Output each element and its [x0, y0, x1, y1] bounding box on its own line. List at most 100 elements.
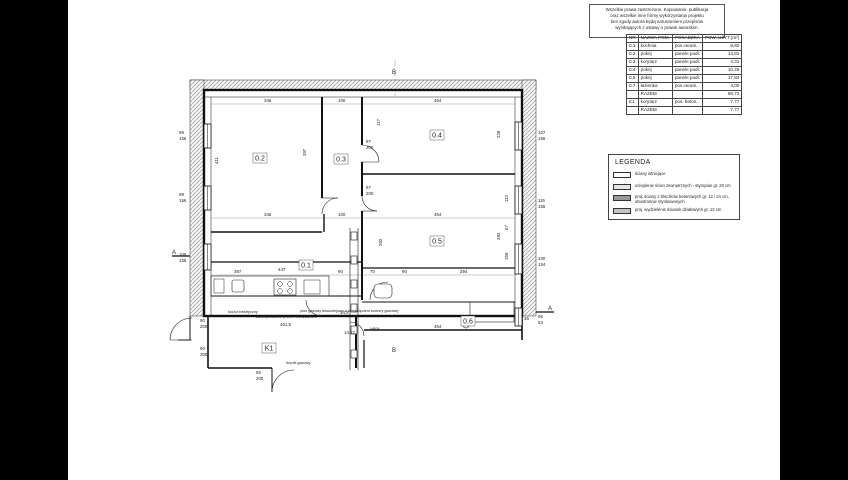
dimension: 100: [338, 98, 346, 103]
dimension: 454: [434, 324, 442, 329]
table-cell: RAZEM: [637, 106, 673, 115]
legend-swatch: [613, 172, 631, 178]
table-cell: 7,77: [701, 106, 743, 115]
copyright-line: bez zgody autora będą naruszeniem przepi…: [610, 19, 703, 24]
legend-label: ocieplenie ścian zewnętrznych - styropia…: [635, 183, 731, 188]
window-height: 156: [179, 258, 187, 263]
dimension: 14,22: [344, 330, 356, 335]
window-width: 115: [538, 198, 546, 203]
dimension: 397: [302, 148, 307, 156]
doors: [169, 144, 389, 393]
legend-label: proj. ściany z bloczków betonowych gr. 1…: [635, 194, 729, 204]
section-label: A: [172, 250, 176, 256]
exterior-insulation: [189, 79, 537, 317]
dimension: 117: [376, 118, 381, 126]
dimension: 14,5: [340, 310, 349, 315]
walls: [202, 88, 524, 318]
dimension: 200: [366, 145, 374, 150]
dimension: 200: [200, 324, 208, 329]
note-gas-meter: licznik gazowy: [286, 361, 310, 365]
dimension: 397: [234, 269, 242, 274]
room-label-0-2: 0.2: [255, 156, 265, 163]
dimension: 70: [370, 269, 375, 274]
window-width: 99: [179, 192, 184, 197]
dimension: 112: [504, 194, 509, 202]
dimension: 454: [434, 212, 442, 217]
kitchen-fixtures: [210, 275, 330, 297]
dimension: 97: [366, 185, 371, 190]
dimension: 461,5: [280, 322, 292, 327]
rooms-area-table: NR NAZWA POM. POSADZKA POW. UŻYT.(m²) 0.…: [626, 34, 743, 115]
dimension: 90: [200, 318, 205, 323]
dimension: 159: [504, 252, 509, 260]
dimension: 97: [366, 139, 371, 144]
window-width: 100: [538, 256, 546, 261]
dimension: 346: [264, 212, 272, 217]
dimension: 200: [366, 191, 374, 196]
dimension: 346: [264, 98, 272, 103]
room-label-k1: K1: [265, 346, 274, 353]
dimension: 90: [338, 269, 343, 274]
legend-swatch: [613, 184, 631, 190]
room-labels: 0.2 0.3 0.4 0.5 0.1 0.6 K1: [252, 129, 476, 354]
dimension: 447: [278, 267, 286, 272]
note-riser: NB08: [370, 327, 380, 331]
axis-label: B: [392, 70, 396, 76]
window-width: 96: [538, 314, 543, 319]
dimension: 67: [504, 225, 509, 230]
note-meter: zabezpieczenie przed. mieszkaniem: [256, 315, 317, 319]
legend-item: proj. ściany z bloczków betonowych gr. 1…: [613, 194, 737, 204]
window-height: 155: [538, 204, 546, 209]
window-dimensions: 99 156 99 156 105 156 107 156 115 155 10…: [179, 130, 546, 325]
dimension: 454: [434, 98, 442, 103]
dimension-labels: 346 100 454 346 100 454 397 447 90 70 90…: [200, 98, 529, 381]
dimension: 393: [496, 232, 501, 240]
legend-item: ocieplenie ścian zewnętrznych - styropia…: [613, 183, 737, 193]
dimension: 200: [200, 352, 208, 357]
dimension: 200: [256, 376, 264, 381]
copyright-line: oraz wszelkie inne formy wykorzystania p…: [610, 13, 704, 18]
dimension: 294: [460, 269, 468, 274]
bathroom-fixtures: [373, 283, 515, 329]
room-label-0-6: 0.6: [463, 319, 473, 326]
window-width: 107: [538, 130, 546, 135]
dimension: 56: [256, 370, 261, 375]
legend-item: ściany istniejące: [613, 171, 737, 181]
legend-title: LEGENDA: [615, 159, 651, 166]
drawing-sheet: Wszelkie prawa zastrzeżone. Kopiowanie, …: [68, 0, 780, 480]
table-row: RAZEM 7,77: [626, 106, 743, 115]
window-height: 156: [179, 198, 187, 203]
legend-item: proj. wydzielenie ścianek działowych gr.…: [613, 207, 737, 217]
right-windows: [514, 121, 523, 327]
window-height: 156: [179, 136, 187, 141]
floor-plan: B: [169, 60, 554, 393]
window-width: 99: [179, 130, 184, 135]
note-gas-pipe: pion gazowy dwukolejowy z zamknięciem ko…: [300, 309, 398, 313]
room-label-0-5: 0.5: [432, 239, 442, 246]
dimension: 282: [378, 238, 383, 246]
staircase: [349, 228, 359, 370]
installation-notes: kocioł elektryczny zabezpieczenie przed.…: [228, 309, 398, 365]
room-label-0-4: 0.4: [432, 133, 442, 140]
legend-label: proj. wydzielenie ścianek działowych gr.…: [635, 207, 722, 212]
window-height: 156: [538, 136, 546, 141]
window-height: 53: [538, 320, 543, 325]
copyright-line: wynikających z ustawy o prawie autorskim…: [615, 25, 699, 30]
left-windows: [203, 123, 212, 271]
axis-label: B: [392, 348, 396, 354]
copyright-line: Wszelkie prawa zastrzeżone. Kopiowanie, …: [605, 7, 709, 12]
dimension: 36: [524, 316, 529, 321]
window-height: 154: [538, 262, 546, 267]
note-boiler: kocioł elektryczny: [228, 310, 258, 314]
legend-box: LEGENDA ściany istniejące ocieplenie ści…: [608, 154, 740, 220]
legend-swatch: [613, 208, 631, 214]
dimension: 228: [496, 130, 501, 138]
section-markers: A A B: [172, 250, 554, 354]
section-label: A: [548, 306, 552, 312]
dimension: 90: [402, 269, 407, 274]
room-label-0-3: 0.3: [336, 157, 346, 164]
window-width: 105: [179, 252, 187, 257]
legend-swatch: [613, 195, 631, 201]
